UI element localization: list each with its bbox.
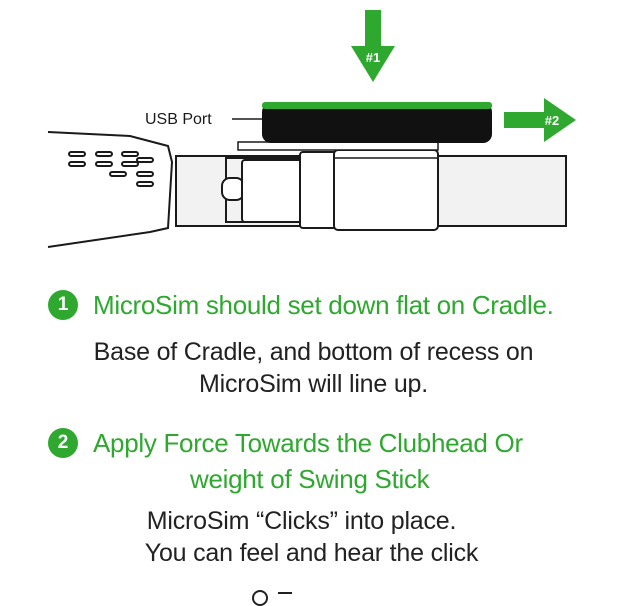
cropped-next-content [252, 590, 292, 606]
usb-port-callout: USB Port [145, 111, 262, 128]
step-1-number-badge: 1 [48, 290, 78, 320]
step-1-title: MicroSim should set down flat on Cradle. [93, 290, 554, 320]
step-1-body-line-2: MicroSim will line up. [199, 370, 428, 398]
usb-port-label: USB Port [145, 111, 212, 128]
arrow-1-down: #1 [351, 10, 395, 82]
step-2-title-line-1: Apply Force Towards the Clubhead Or [93, 428, 523, 458]
step-1-body-line-1: Base of Cradle, and bottom of recess on [93, 338, 534, 366]
step-2-number-badge: 2 [48, 428, 78, 458]
microsim-device [262, 102, 492, 143]
arrow-1-label: #1 [366, 50, 380, 65]
step-2-body-line-2: You can feel and hear the click [144, 539, 479, 567]
arrow-2-label: #2 [545, 113, 559, 128]
step-2-title-line-2: weight of Swing Stick [190, 464, 430, 494]
arrow-2-right: #2 [504, 98, 576, 142]
cradle [221, 141, 439, 231]
cradle-diagram: USB Port #1 #2 [47, 10, 576, 248]
step-2-body-line-1: MicroSim “Clicks” into place. [146, 507, 457, 535]
grip-handle [47, 131, 174, 248]
